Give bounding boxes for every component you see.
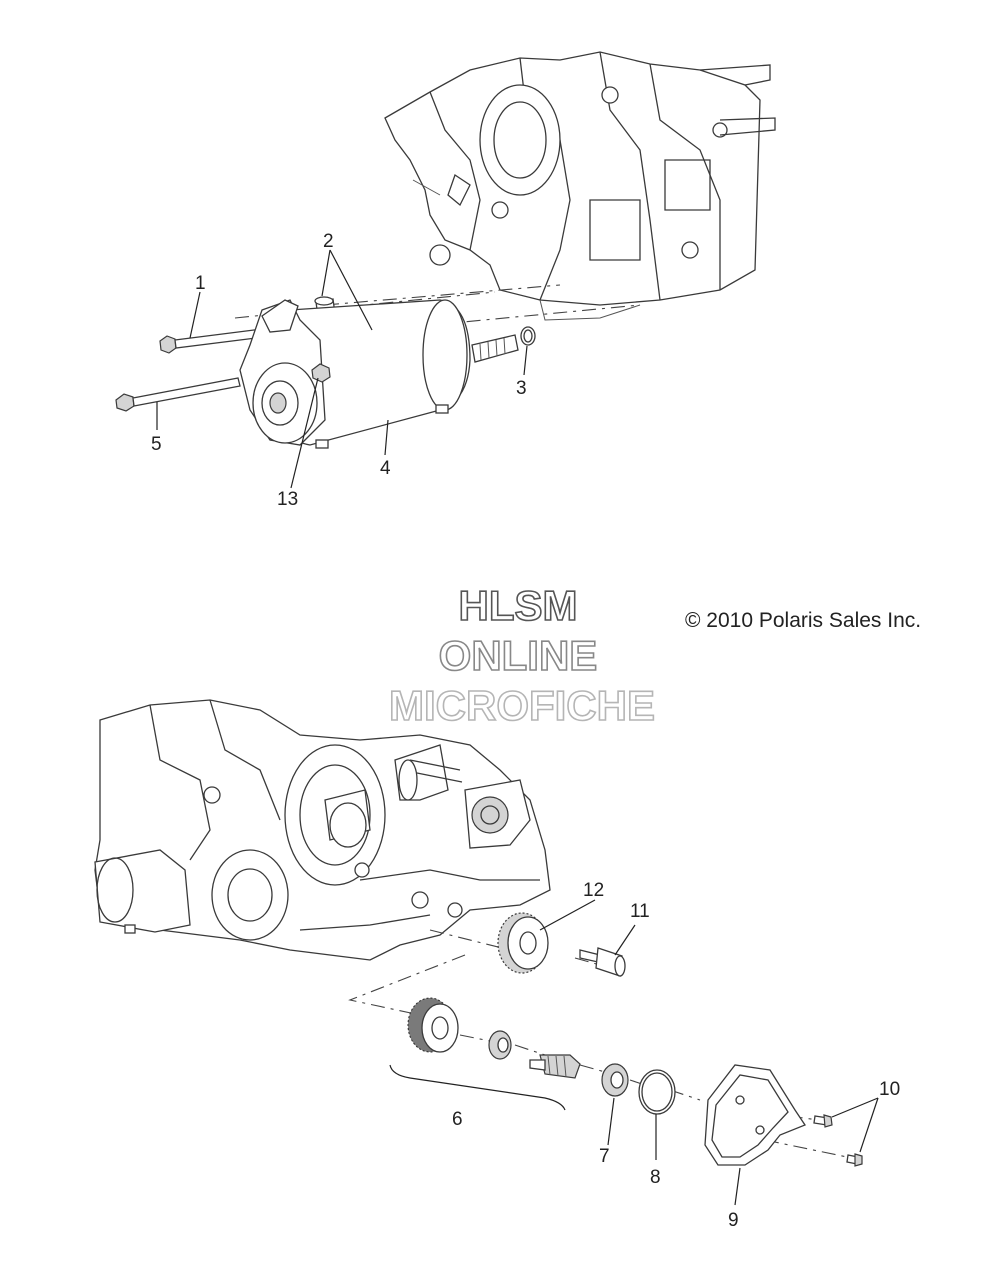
shaft-6 <box>529 1054 581 1079</box>
callout-8: 8 <box>650 1167 661 1188</box>
bolt-5 <box>115 377 241 412</box>
leader-4 <box>384 419 389 456</box>
callout-13: 13 <box>277 489 298 510</box>
bolt-10-upper <box>813 1114 833 1128</box>
leader-10a <box>831 1097 879 1118</box>
leader-2a <box>321 249 331 297</box>
leader-2b <box>329 249 373 331</box>
engine-crankcase-lower <box>94 699 551 961</box>
leader-3 <box>523 345 528 376</box>
o-ring-3 <box>520 326 536 346</box>
bearing-7 <box>601 1063 629 1097</box>
callout-6: 6 <box>452 1109 463 1130</box>
bolt-13 <box>311 363 331 383</box>
leader-12 <box>539 899 596 931</box>
leader-11 <box>614 924 636 956</box>
engine-crankcase-upper <box>384 51 776 321</box>
alignment-line <box>348 954 466 1016</box>
alignment-line <box>514 1044 546 1056</box>
watermark-line-1: HLSM <box>459 582 578 629</box>
alignment-line <box>429 929 511 951</box>
alignment-line <box>764 1139 853 1159</box>
shaft-11 <box>579 947 626 977</box>
leader-9 <box>734 1167 741 1206</box>
cover-9 <box>704 1064 806 1166</box>
copyright-text: © 2010 Polaris Sales Inc. <box>685 609 921 632</box>
leader-7 <box>607 1097 615 1146</box>
callout-2: 2 <box>323 231 334 252</box>
callout-11: 11 <box>630 901 650 922</box>
callout-9: 9 <box>728 1210 739 1231</box>
o-ring-8 <box>638 1069 676 1115</box>
callout-7: 7 <box>599 1146 610 1167</box>
leader-1 <box>189 291 201 339</box>
callout-12: 12 <box>583 880 604 901</box>
starter-motor <box>239 299 519 449</box>
leader-13 <box>290 377 319 489</box>
alignment-line <box>579 1064 606 1073</box>
bushing-6 <box>488 1030 512 1060</box>
callout-5: 5 <box>151 434 162 455</box>
leader-10b <box>859 1097 879 1153</box>
callout-1: 1 <box>195 273 206 294</box>
callout-4: 4 <box>380 458 391 479</box>
alignment-line <box>324 284 561 306</box>
bolt-10-lower <box>846 1153 863 1167</box>
callout-10: 10 <box>879 1079 900 1100</box>
watermark-line-3: MICROFICHE <box>389 682 655 729</box>
watermark-line-2: ONLINE <box>439 632 598 679</box>
gear-12 <box>497 912 549 974</box>
bracket-6 <box>389 1064 566 1111</box>
callout-3: 3 <box>516 378 527 399</box>
gear-6 <box>407 997 459 1053</box>
